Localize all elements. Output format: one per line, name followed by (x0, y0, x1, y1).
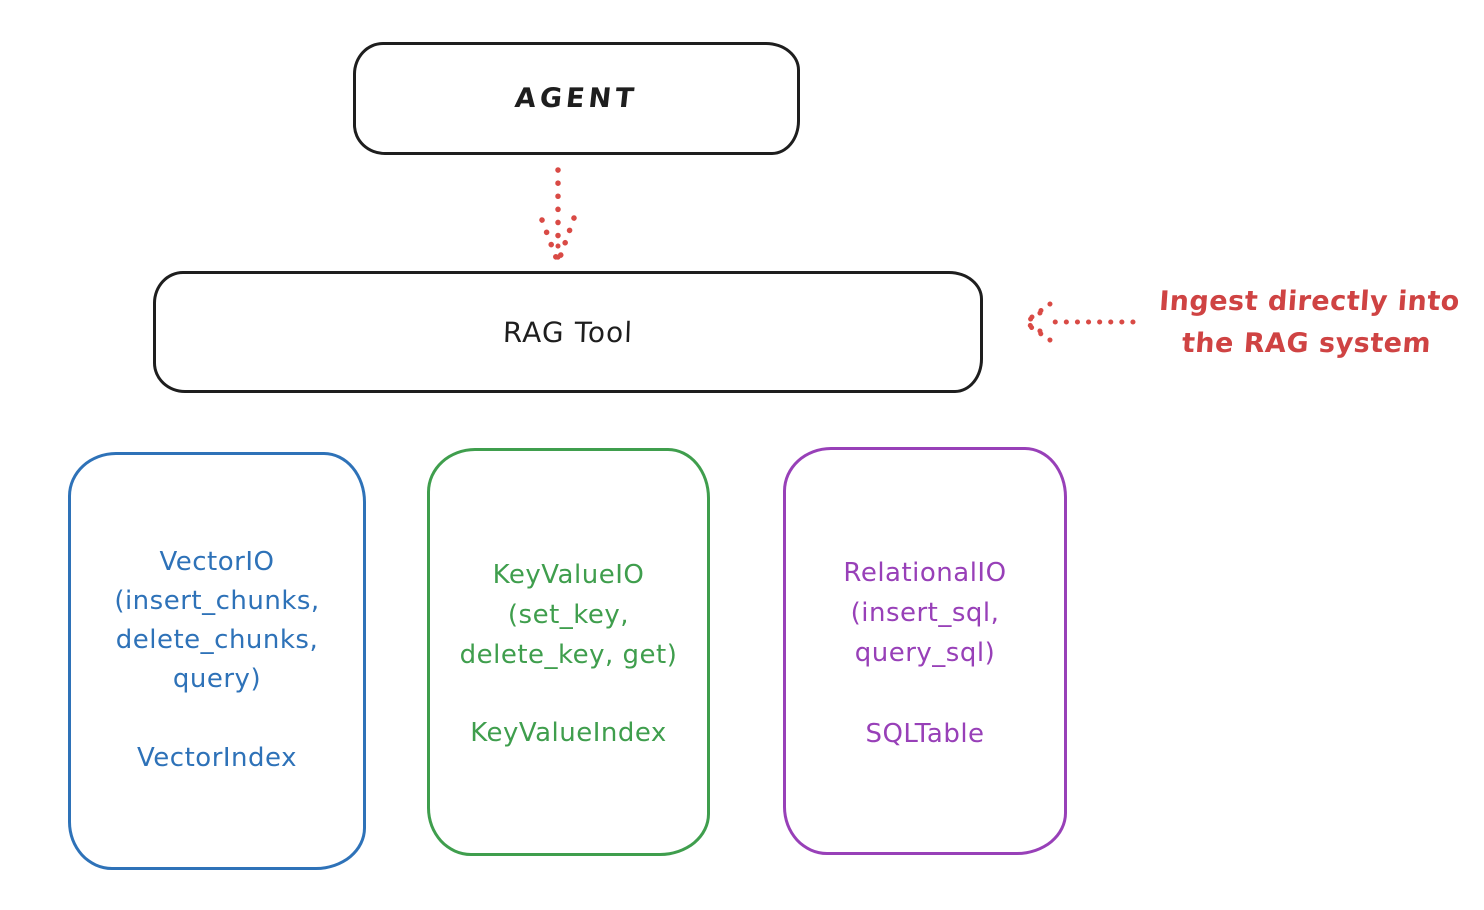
store-title: KeyValueIO (492, 560, 645, 590)
store-method-line: (insert_chunks, (114, 586, 320, 616)
store-method-line: query) (172, 664, 262, 694)
store-method-line: delete_chunks, (115, 625, 319, 655)
store-title: VectorIO (159, 547, 275, 577)
ingest-annotation-line1: Ingest directly into (1158, 286, 1461, 317)
rag-tool-label: RAG Tool (502, 315, 634, 349)
store-method-line: (insert_sql, (850, 598, 1000, 628)
spacer (430, 675, 707, 713)
agent-node: AGENT (353, 42, 800, 155)
rag-tool-node: RAG Tool (153, 271, 983, 393)
store-index-label: SQLTable (865, 719, 985, 749)
vector-io-node: VectorIO (insert_chunks, delete_chunks, … (68, 452, 366, 870)
store-method-line: delete_key, get) (459, 640, 678, 670)
ingest-annotation: Ingest directly into the RAG system (1135, 281, 1481, 365)
keyvalue-io-node: KeyValueIO (set_key, delete_key, get) Ke… (427, 448, 710, 856)
store-title: RelationalIO (843, 558, 1007, 588)
store-method-line: query_sql) (854, 638, 996, 668)
ingest-annotation-line2: the RAG system (1180, 328, 1433, 359)
store-method-line: (set_key, (507, 600, 630, 630)
spacer (786, 673, 1064, 714)
store-index-label: KeyValueIndex (470, 718, 667, 748)
ingest-to-rag-arrow (1022, 301, 1136, 343)
relational-io-node: RelationalIO (insert_sql, query_sql) SQL… (783, 447, 1067, 855)
agent-label: AGENT (513, 83, 640, 114)
store-index-label: VectorIndex (137, 743, 297, 773)
agent-to-rag-arrow (539, 167, 577, 265)
spacer (71, 699, 363, 739)
